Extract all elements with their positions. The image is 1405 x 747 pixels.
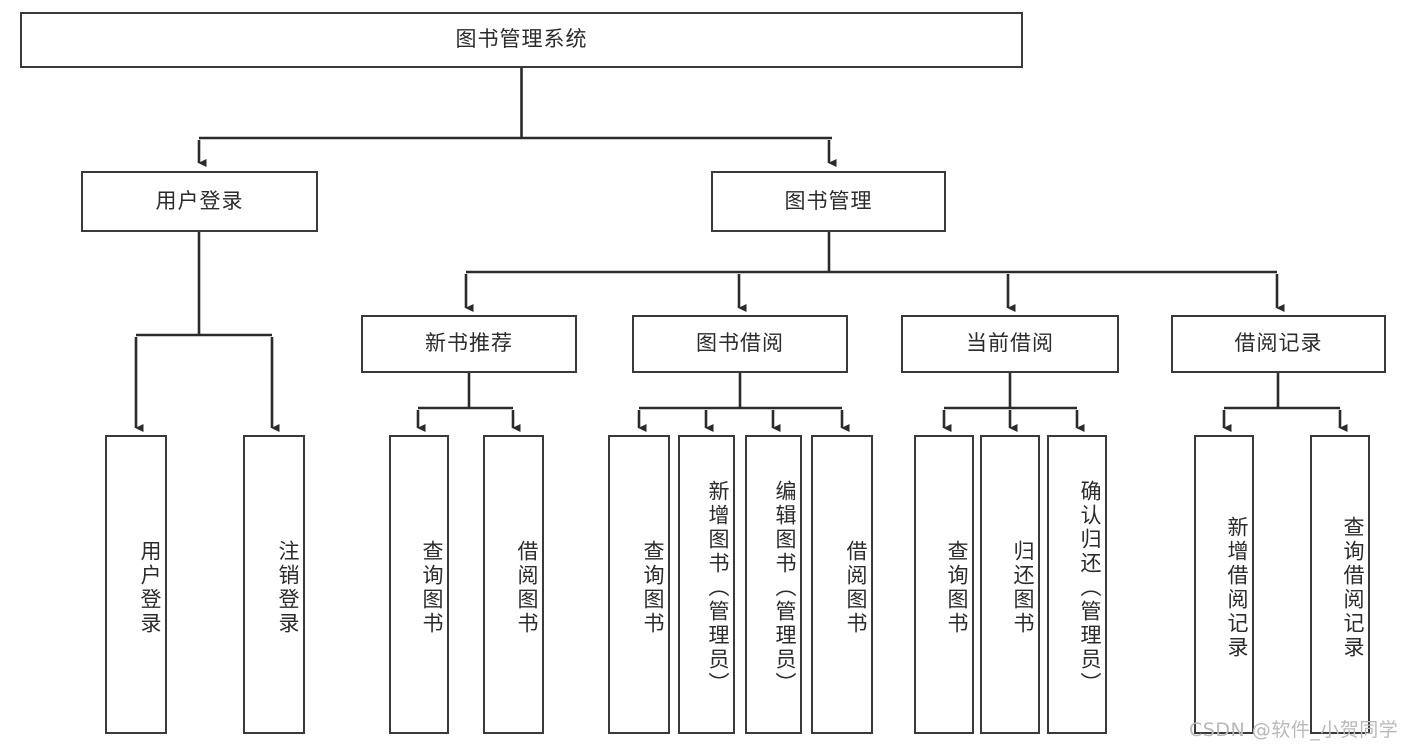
node-label: 确认归还（管理员） [1078, 479, 1102, 696]
node-borrow-record[interactable]: 借阅记录 [1171, 315, 1386, 373]
node-user-login[interactable]: 用户登录 [81, 171, 318, 232]
node-label: 查询借阅记录 [1341, 515, 1365, 660]
node-label: 新增借阅记录 [1225, 515, 1249, 660]
node-label: 图书借阅 [696, 331, 784, 356]
leaf-add-book-admin[interactable]: 新增图书（管理员） [678, 435, 735, 734]
node-label: 编辑图书（管理员） [773, 479, 797, 696]
watermark: CSDN @软件_小贺同学 [1189, 719, 1399, 741]
node-new-book-recommend[interactable]: 新书推荐 [361, 315, 577, 373]
leaf-query-borrow-record[interactable]: 查询借阅记录 [1310, 435, 1370, 734]
leaf-borrow-book-recommend[interactable]: 借阅图书 [483, 435, 544, 734]
node-label: 查询图书 [420, 539, 444, 636]
leaf-user-login[interactable]: 用户登录 [105, 435, 167, 734]
node-label: 注销登录 [276, 539, 300, 636]
node-label: 借阅图书 [844, 539, 868, 636]
node-label: 归还图书 [1011, 539, 1035, 636]
leaf-add-borrow-record[interactable]: 新增借阅记录 [1194, 435, 1254, 734]
node-root-book-management-system[interactable]: 图书管理系统 [20, 12, 1023, 68]
leaf-confirm-return-admin[interactable]: 确认归还（管理员） [1047, 435, 1107, 734]
node-book-borrow[interactable]: 图书借阅 [632, 315, 848, 373]
node-label: 借阅图书 [515, 539, 539, 636]
node-book-management[interactable]: 图书管理 [711, 171, 946, 232]
node-label: 当前借阅 [966, 331, 1054, 356]
leaf-edit-book-admin[interactable]: 编辑图书（管理员） [745, 435, 802, 734]
node-label: 用户登录 [138, 539, 162, 636]
leaf-logout-login[interactable]: 注销登录 [243, 435, 305, 734]
node-label: 用户登录 [155, 188, 244, 213]
node-label: 新书推荐 [425, 331, 513, 356]
node-label: 借阅记录 [1234, 331, 1323, 356]
node-label: 图书管理 [784, 188, 873, 213]
leaf-query-book-current[interactable]: 查询图书 [914, 435, 974, 734]
node-label: 查询图书 [945, 539, 969, 636]
node-label: 图书管理系统 [455, 27, 588, 52]
node-label: 新增图书（管理员） [706, 479, 730, 696]
leaf-borrow-book-borrow[interactable]: 借阅图书 [811, 435, 873, 734]
leaf-query-book-recommend[interactable]: 查询图书 [389, 435, 449, 734]
node-label: 查询图书 [641, 539, 665, 636]
node-current-borrow[interactable]: 当前借阅 [901, 315, 1119, 373]
leaf-return-book[interactable]: 归还图书 [980, 435, 1040, 734]
leaf-query-book-borrow[interactable]: 查询图书 [608, 435, 670, 734]
